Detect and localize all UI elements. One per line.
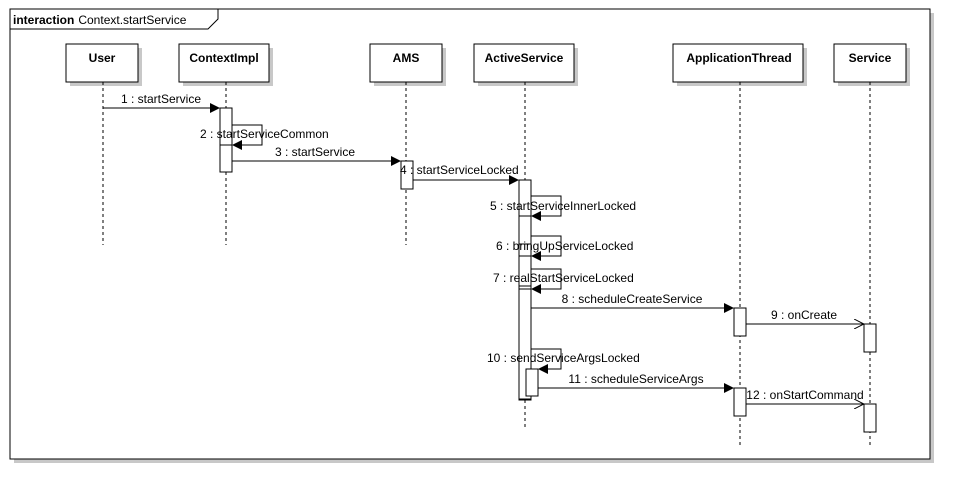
message-label-11: 11 : scheduleServiceArgs bbox=[568, 372, 703, 386]
message-label-2: 2 : startServiceCommon bbox=[200, 127, 329, 141]
message-label-4: 4 : startServiceLocked bbox=[400, 163, 519, 177]
frame-title: interaction Context.startService bbox=[13, 13, 187, 27]
lifeline-ams: AMS bbox=[369, 43, 446, 245]
message-label-9: 9 : onCreate bbox=[771, 308, 837, 322]
message-label-12: 12 : onStartCommand bbox=[746, 388, 863, 402]
frame-keyword: interaction bbox=[13, 13, 74, 27]
lifeline-contextimpl: ContextImpl bbox=[178, 43, 273, 245]
activation-contextimpl-2 bbox=[219, 144, 233, 173]
lifeline-activeservice: ActiveService bbox=[473, 43, 578, 430]
message-arrow-2 bbox=[232, 124, 263, 150]
activations bbox=[219, 107, 877, 433]
message-label-7: 7 : realStartServiceLocked bbox=[493, 271, 634, 285]
lifeline-name-activeservice: ActiveService bbox=[485, 51, 564, 65]
activation-activeservice-inner bbox=[518, 215, 532, 245]
activation-activeservice-sendargs bbox=[525, 368, 539, 397]
message-label-1: 1 : startService bbox=[121, 92, 201, 106]
activation-service-1 bbox=[863, 323, 877, 353]
message-label-8: 8 : scheduleCreateService bbox=[562, 292, 703, 306]
message-label-3: 3 : startService bbox=[275, 145, 355, 159]
activation-activeservice-bringup bbox=[518, 255, 532, 287]
lifeline-name-contextimpl: ContextImpl bbox=[189, 51, 258, 65]
lifeline-box-activeservice bbox=[473, 43, 575, 83]
lifeline-box-applicationthread bbox=[672, 43, 804, 83]
message-label-5: 5 : startServiceInnerLocked bbox=[490, 199, 636, 213]
lifeline-box-contextimpl bbox=[178, 43, 270, 83]
lifeline-name-applicationthread: ApplicationThread bbox=[686, 51, 791, 65]
activation-ams bbox=[400, 160, 414, 190]
lifeline-name-ams: AMS bbox=[393, 51, 420, 65]
lifeline-box-service bbox=[833, 43, 907, 83]
message-label-10: 10 : sendServiceArgsLocked bbox=[487, 351, 640, 365]
lifeline-box-user bbox=[65, 43, 139, 83]
message-arrow-6 bbox=[531, 235, 562, 261]
lifeline-service: Service bbox=[833, 43, 910, 447]
message-label-6: 6 : bringUpServiceLocked bbox=[496, 239, 633, 253]
lifeline-user: User bbox=[65, 43, 142, 245]
message-arrow-7 bbox=[531, 268, 562, 294]
message-arrow-5 bbox=[531, 195, 562, 221]
lifeline-applicationthread: ApplicationThread bbox=[672, 43, 807, 447]
lifeline-box-ams bbox=[369, 43, 443, 83]
lifeline-name-user: User bbox=[89, 51, 116, 65]
frame-name: Context.startService bbox=[78, 13, 186, 27]
activation-applicationthread-2 bbox=[733, 387, 747, 417]
activation-applicationthread-1 bbox=[733, 307, 747, 337]
lifeline-name-service: Service bbox=[849, 51, 892, 65]
message-arrow-10 bbox=[531, 348, 562, 374]
activation-service-2 bbox=[863, 403, 877, 433]
messages: 1 : startService 2 : startServiceCommon … bbox=[103, 92, 864, 404]
